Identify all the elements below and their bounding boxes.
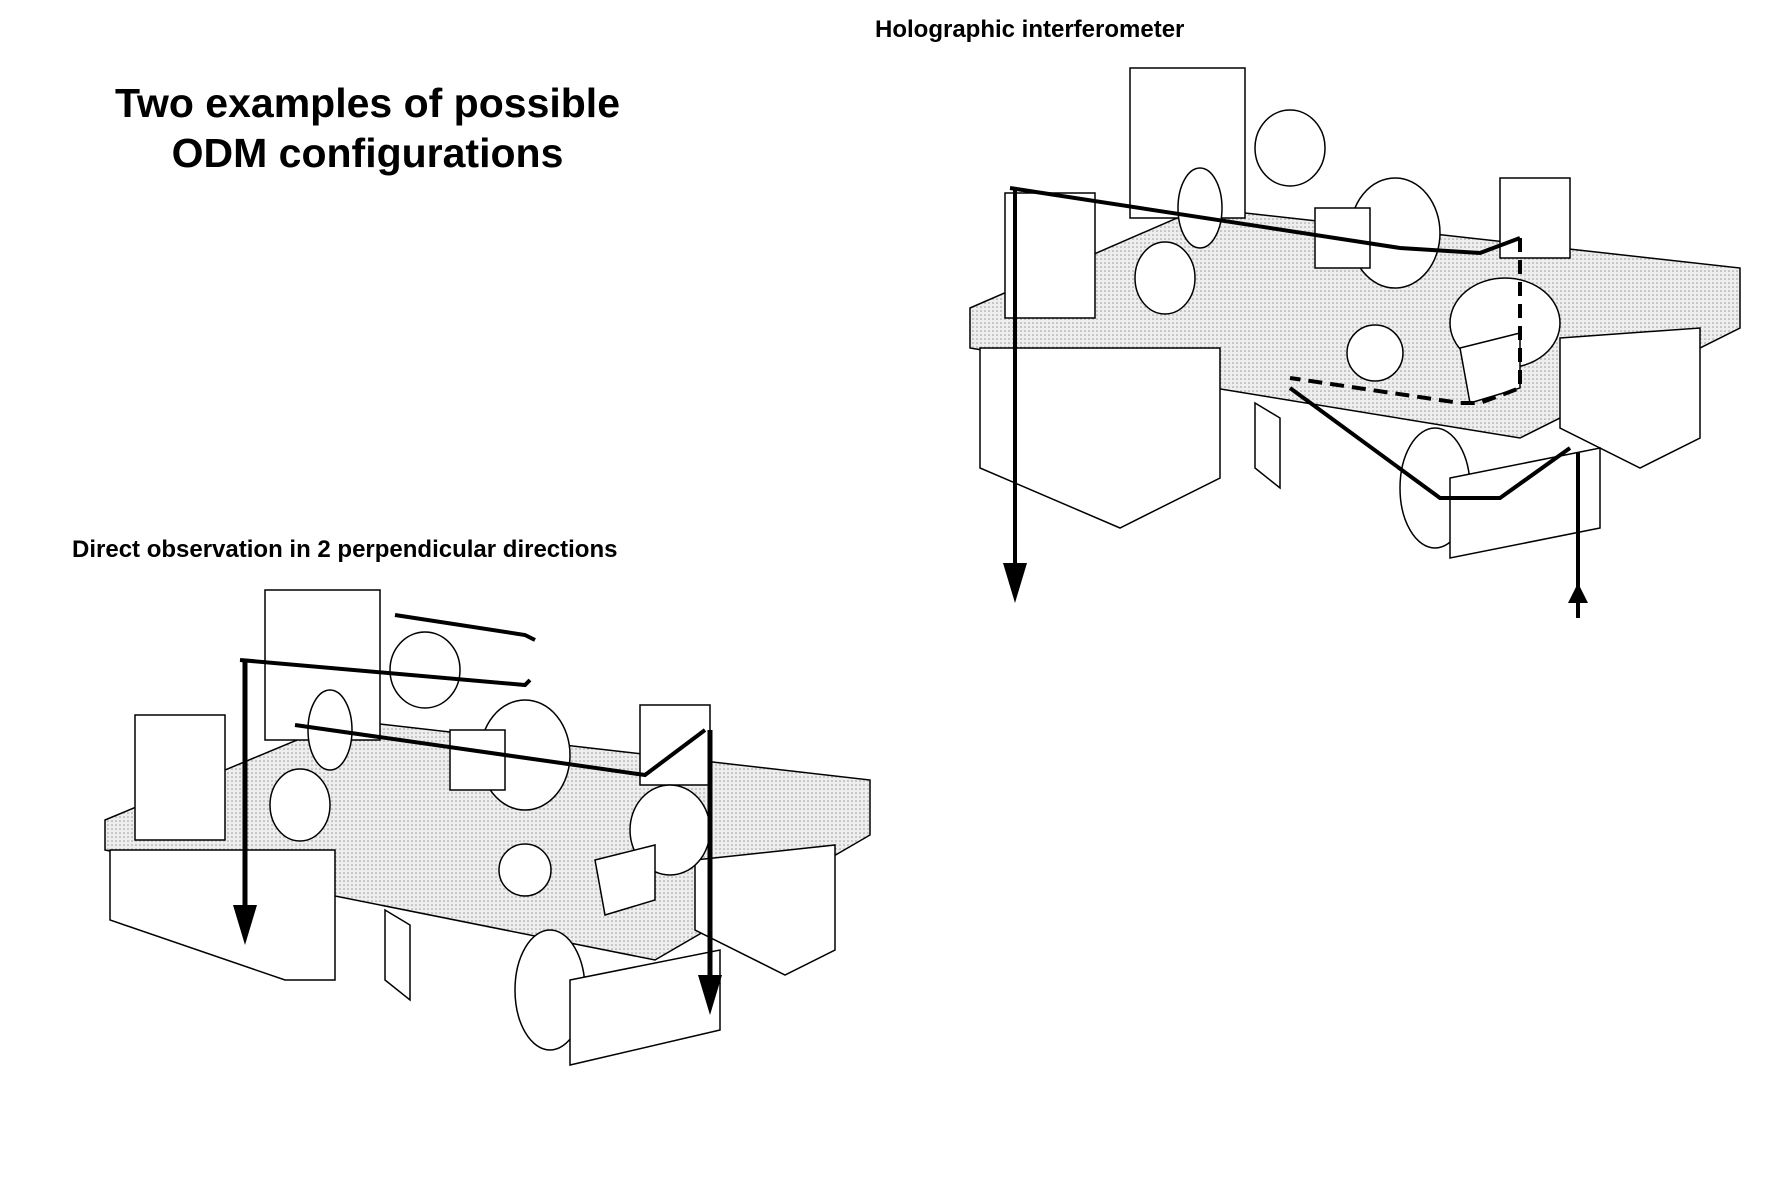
camera-box xyxy=(134,714,226,841)
lens-cylinder xyxy=(1134,241,1196,315)
bench-base xyxy=(979,347,1221,529)
holographic-caption: Holographic interferometer xyxy=(875,16,1185,43)
beam-path xyxy=(294,723,707,778)
bench-base xyxy=(109,849,336,981)
mirror-plate xyxy=(1459,332,1521,404)
beam-path xyxy=(1009,186,1521,256)
lower-mirror-plate xyxy=(569,949,721,1066)
holographic-interferometer-diagram xyxy=(969,67,1741,618)
lower-small-mirror xyxy=(384,908,411,1002)
bench-side-block xyxy=(694,844,836,976)
arrow-up-icon xyxy=(1568,583,1588,603)
camera-box xyxy=(1004,192,1096,319)
direct-observation-diagram xyxy=(104,589,871,1066)
sphere-element xyxy=(498,843,552,897)
beam-path xyxy=(394,613,536,642)
lower-small-mirror xyxy=(1254,401,1281,490)
beam-path-lower xyxy=(1288,386,1572,500)
beam-path xyxy=(239,658,532,688)
lens-cylinder xyxy=(389,631,461,709)
mirror-plate xyxy=(594,844,656,916)
lens-cylinder xyxy=(269,768,331,842)
bench-side-block xyxy=(1559,327,1701,469)
cube-element xyxy=(449,729,506,791)
lens-cylinder xyxy=(1254,109,1326,187)
arrow-down-icon xyxy=(698,975,722,1015)
small-box xyxy=(1499,177,1571,259)
direct-observation-caption: Direct observation in 2 perpendicular di… xyxy=(72,536,618,563)
sphere-element xyxy=(1346,324,1404,382)
page-title: Two examples of possible ODM configurati… xyxy=(100,78,635,178)
title-line-2: ODM configurations xyxy=(171,130,564,176)
lower-mirror-plate xyxy=(1449,447,1601,559)
lens-disc xyxy=(1177,167,1223,249)
title-line-1: Two examples of possible xyxy=(114,80,621,126)
arrow-down-icon xyxy=(1003,563,1027,603)
beam-path-dashed xyxy=(1289,238,1522,405)
arrow-down-icon xyxy=(233,905,257,945)
